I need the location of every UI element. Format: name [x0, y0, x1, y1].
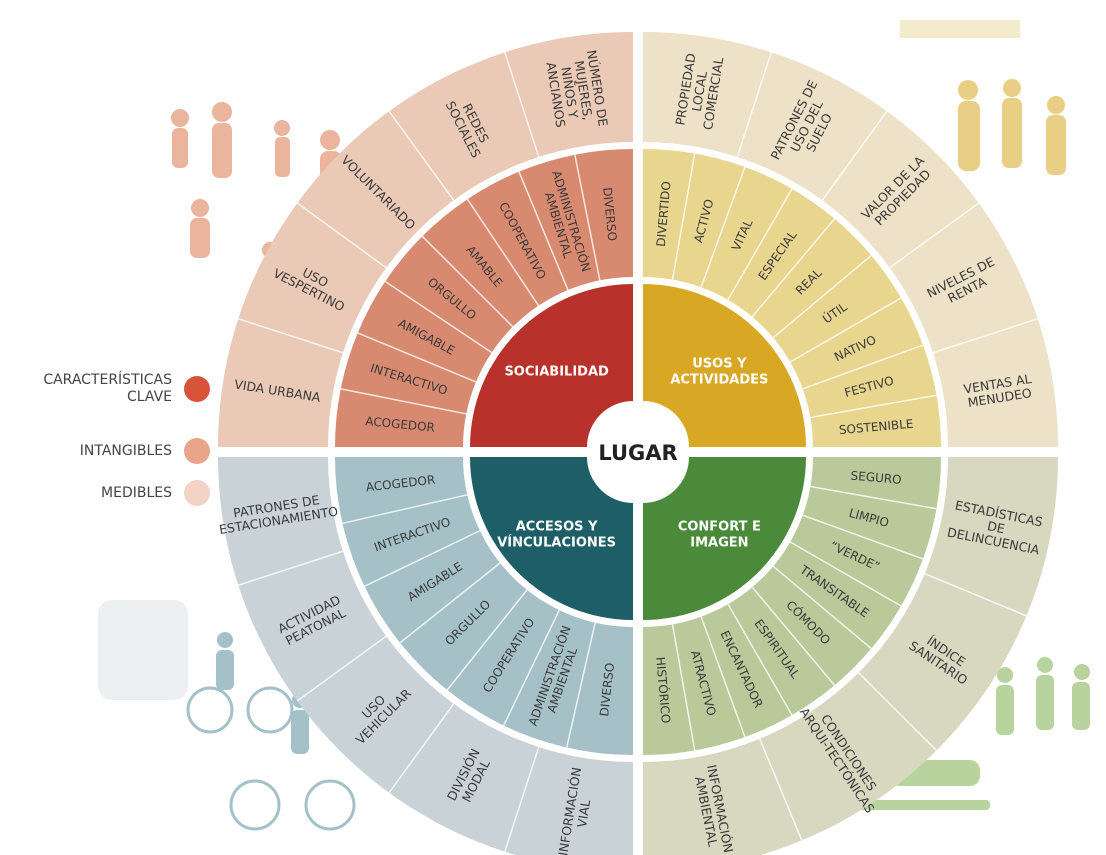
intangible-divider	[802, 514, 924, 560]
legend-dot	[184, 480, 210, 506]
intangibles-ring-accesos	[335, 457, 633, 755]
intangible-divider	[772, 565, 872, 650]
intangible-divider	[671, 153, 696, 280]
measurable-divider	[858, 672, 937, 751]
measurables-ring-accesos	[218, 457, 633, 855]
wheel-layers	[218, 32, 1058, 855]
legend-key-characteristics: CARACTERÍSTICAS CLAVE	[43, 372, 210, 406]
legend-dot	[184, 438, 210, 464]
legend-dot	[184, 376, 210, 402]
intangible-divider	[751, 218, 836, 318]
intangible-divider	[466, 198, 540, 307]
intangible-divider	[565, 622, 596, 748]
intangible-label-accesos: DIVERSO	[597, 662, 617, 717]
quadrant-title-sociabilidad: SOCIABILIDAD	[504, 365, 609, 380]
intangible-divider	[574, 154, 601, 281]
measurable-divider	[238, 550, 344, 586]
measurable-label-usos-text: PROPIEDADLOCALCOMERCIAL	[672, 52, 726, 131]
intangible-divider	[772, 254, 872, 339]
legend-label: CARACTERÍSTICAS CLAVE	[43, 372, 172, 405]
center-circle	[592, 406, 684, 498]
core-sector-sociabilidad	[470, 284, 633, 447]
intangible-divider	[384, 280, 493, 354]
intangible-divider	[364, 530, 481, 587]
measurable-divider	[504, 52, 540, 158]
intangible-divider	[446, 589, 528, 691]
measurable-divider	[504, 746, 540, 852]
intangible-label-accesos-text: DIVERSO	[597, 662, 617, 717]
intangible-divider	[789, 297, 902, 363]
intangible-label-sociabilidad: DIVERSO	[600, 187, 619, 242]
intangible-label-confort: SEGURO	[850, 469, 902, 487]
legend-measurables: MEDIBLES	[101, 480, 210, 506]
measurable-divider	[889, 202, 980, 269]
intangible-divider	[503, 609, 560, 726]
center-group: LUGAR	[592, 406, 684, 498]
measurable-divider	[296, 635, 387, 702]
legend: CARACTERÍSTICAS CLAVE INTANGIBLES MEDIBL…	[0, 372, 210, 512]
intangible-divider	[518, 171, 569, 291]
intangible-divider	[727, 603, 793, 716]
intangible-divider	[421, 235, 514, 328]
measurable-divider	[821, 110, 888, 201]
intangible-label-usos-text: SOSTENIBLE	[838, 417, 914, 437]
measurable-divider	[238, 318, 344, 354]
legend-intangibles: INTANGIBLES	[80, 438, 210, 464]
measurables-ring-confort	[643, 457, 1058, 855]
measurable-divider	[736, 52, 772, 158]
intangible-divider	[810, 485, 937, 510]
intangible-divider	[399, 562, 501, 644]
measurable-divider	[759, 738, 803, 841]
intangible-divider	[671, 624, 696, 751]
measurable-divider	[388, 110, 455, 201]
intangible-divider	[751, 586, 836, 686]
intangible-label-confort-text: HISTÓRICO	[653, 656, 674, 724]
intangible-divider	[342, 494, 468, 525]
measurables-ring-usos	[643, 32, 1058, 447]
intangible-divider	[810, 394, 937, 419]
center-label: LUGAR	[598, 441, 677, 465]
measurable-divider	[296, 202, 387, 269]
core-sector-accesos	[470, 457, 633, 620]
intangible-divider	[802, 344, 924, 390]
intangible-divider	[727, 188, 793, 301]
measurables-ring-sociabilidad	[218, 32, 633, 447]
measurable-divider	[388, 703, 455, 794]
intangible-label-confort-text: SEGURO	[850, 469, 902, 487]
measurable-divider	[924, 573, 1027, 617]
legend-label: MEDIBLES	[101, 484, 172, 501]
intangible-label-sociabilidad: ACOGEDOR	[365, 414, 436, 435]
measurable-divider	[932, 318, 1038, 354]
legend-label: INTANGIBLES	[79, 442, 172, 459]
intangible-label-usos-text: DIVERTIDO	[654, 181, 674, 248]
intangible-label-usos: SOSTENIBLE	[838, 417, 914, 437]
intangible-label-sociabilidad-text: DIVERSO	[600, 187, 619, 242]
intangible-label-sociabilidad-text: ACOGEDOR	[365, 414, 436, 435]
intangible-label-usos: DIVERTIDO	[654, 181, 674, 248]
intangibles-ring-usos	[643, 149, 941, 447]
intangibles-ring-confort	[643, 457, 941, 755]
intangible-divider	[789, 541, 902, 607]
core-sector-confort	[643, 457, 806, 620]
intangible-divider	[357, 332, 477, 383]
measurable-label-usos: PROPIEDADLOCALCOMERCIAL	[672, 52, 726, 131]
core-sector-usos	[643, 284, 806, 447]
intangible-label-confort: HISTÓRICO	[653, 656, 674, 724]
intangible-divider	[700, 166, 746, 288]
intangible-divider	[340, 388, 467, 415]
intangible-divider	[700, 616, 746, 738]
